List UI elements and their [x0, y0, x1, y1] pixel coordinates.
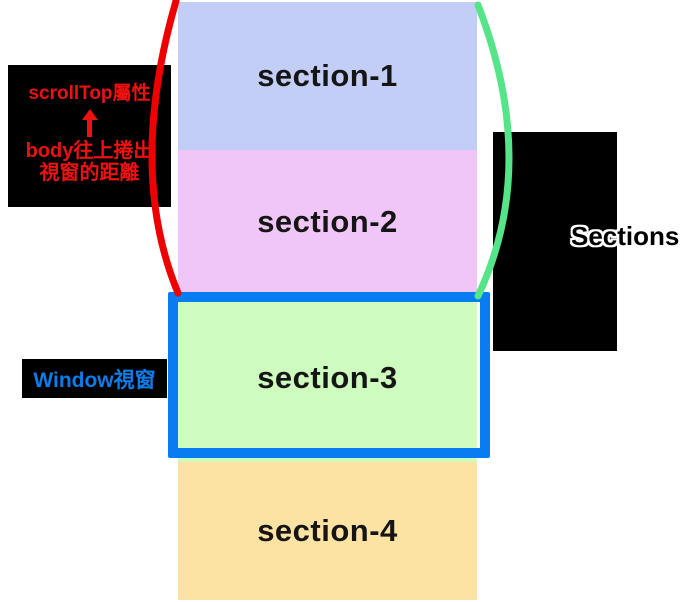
section-4-block: section-4 — [178, 462, 477, 600]
section-3-block: section-3 — [178, 293, 477, 462]
page-sections-column: section-1 section-2 section-3 section-4 — [178, 2, 477, 600]
section-3-label: section-3 — [257, 359, 398, 395]
up-arrow-head — [81, 109, 98, 120]
section-1-block: section-1 — [178, 2, 477, 150]
section-2-label: section-2 — [257, 203, 398, 239]
window-viewport-frame — [168, 292, 490, 458]
section-1-label: section-1 — [257, 58, 398, 93]
scrolltop-title: scrollTop屬性 — [28, 83, 151, 104]
scrolltop-desc-line1: body往上捲出 — [25, 140, 154, 162]
sections-annotation-box — [493, 132, 617, 351]
scrolltop-annotation-box: scrollTop屬性 body往上捲出 視窗的距離 — [8, 65, 171, 207]
section-2-block: section-2 — [178, 150, 477, 293]
sections-annotation-label: Sections — [571, 221, 680, 251]
up-arrow-stem — [87, 120, 92, 137]
section-4-label: section-4 — [257, 513, 398, 548]
scrolltop-desc-line2: 視窗的距離 — [39, 162, 140, 184]
up-arrow-icon — [81, 109, 98, 137]
window-label-box: Window視窗 — [22, 359, 167, 398]
window-label: Window視窗 — [33, 368, 156, 392]
